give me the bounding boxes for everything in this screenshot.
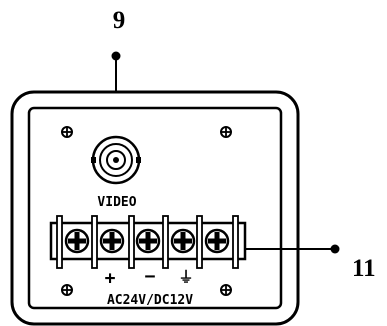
plus-symbol: + — [105, 268, 116, 289]
callout-11-label: 11 — [352, 255, 376, 282]
terminal-screw-icon — [64, 228, 90, 254]
video-label: VIDEO — [97, 195, 136, 210]
terminal-screw-icon — [135, 228, 161, 254]
terminal-screw-icon — [204, 228, 230, 254]
callout-9-label: 9 — [113, 7, 126, 34]
screw-icon — [61, 126, 73, 138]
callout-11-dot — [330, 244, 340, 254]
screw-icon — [220, 126, 232, 138]
terminal-screw-icon — [170, 228, 196, 254]
power-label: AC24V/DC12V — [107, 293, 193, 308]
terminal-screw-icon — [99, 228, 125, 254]
screw-icon — [220, 284, 232, 296]
bnc-connector-icon — [91, 135, 141, 185]
minus-symbol: − — [145, 266, 156, 287]
screw-icon — [61, 284, 73, 296]
ground-symbol: ⏚ — [178, 268, 193, 286]
